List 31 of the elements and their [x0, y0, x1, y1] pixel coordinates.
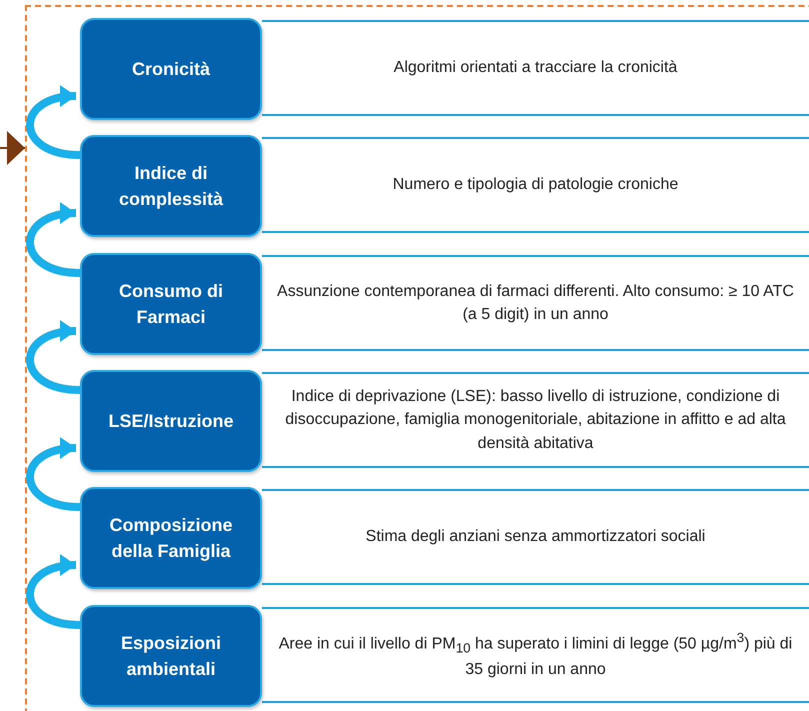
- description-text: Indice di deprivazione (LSE): basso livello di istruzione, condizione di disoccupazione, famiglia monogenitoriale, abitazione in affitto e ad alta densità abitativa: [284, 387, 787, 454]
- category-box: [80, 487, 262, 589]
- dashed-frame: [25, 5, 809, 711]
- description-box: [262, 20, 809, 116]
- category-box: [80, 370, 262, 472]
- category-box: [80, 605, 262, 707]
- curved-arrow: [26, 438, 80, 511]
- curved-arrow: [26, 203, 80, 277]
- category-label: Indice di complessità: [118, 162, 224, 211]
- description-box: [262, 607, 809, 703]
- description-text: Assunzione contemporanea di farmaci differenti. Alto consumo: ≥ 10 ATC (a 5 digit) in un anno: [276, 282, 795, 325]
- category-label: Esposizioni ambientali: [120, 632, 222, 681]
- description-text: Aree in cui il livello di PM$_{10}$ ha superato i limini di legge (50 µg/m$^{3}$) più di 35 giorni in un anno: [278, 629, 794, 680]
- description-box: [262, 255, 809, 351]
- category-label: Composizione della Famiglia: [108, 514, 234, 563]
- category-box: [80, 18, 262, 120]
- curved-arrow: [26, 555, 80, 629]
- arrow: [0, 131, 25, 165]
- description-box: [262, 489, 809, 585]
- description-text: Numero e tipologia di patologie croniche: [392, 175, 678, 196]
- category-label: Cronicità: [132, 58, 210, 81]
- description-box: [262, 372, 809, 468]
- category-label: Consumo di Farmaci: [118, 280, 224, 329]
- curved-arrow: [26, 321, 80, 394]
- description-box: [262, 137, 809, 233]
- curved-arrow: [26, 86, 80, 159]
- category-label: LSE/Istruzione: [108, 410, 234, 433]
- category-box: [80, 135, 262, 237]
- description-text: Stima degli anziani senza ammortizzatori sociali: [366, 527, 706, 548]
- description-text: Algoritmi orientati a tracciare la cronicità: [394, 58, 678, 78]
- category-box: [80, 253, 262, 355]
